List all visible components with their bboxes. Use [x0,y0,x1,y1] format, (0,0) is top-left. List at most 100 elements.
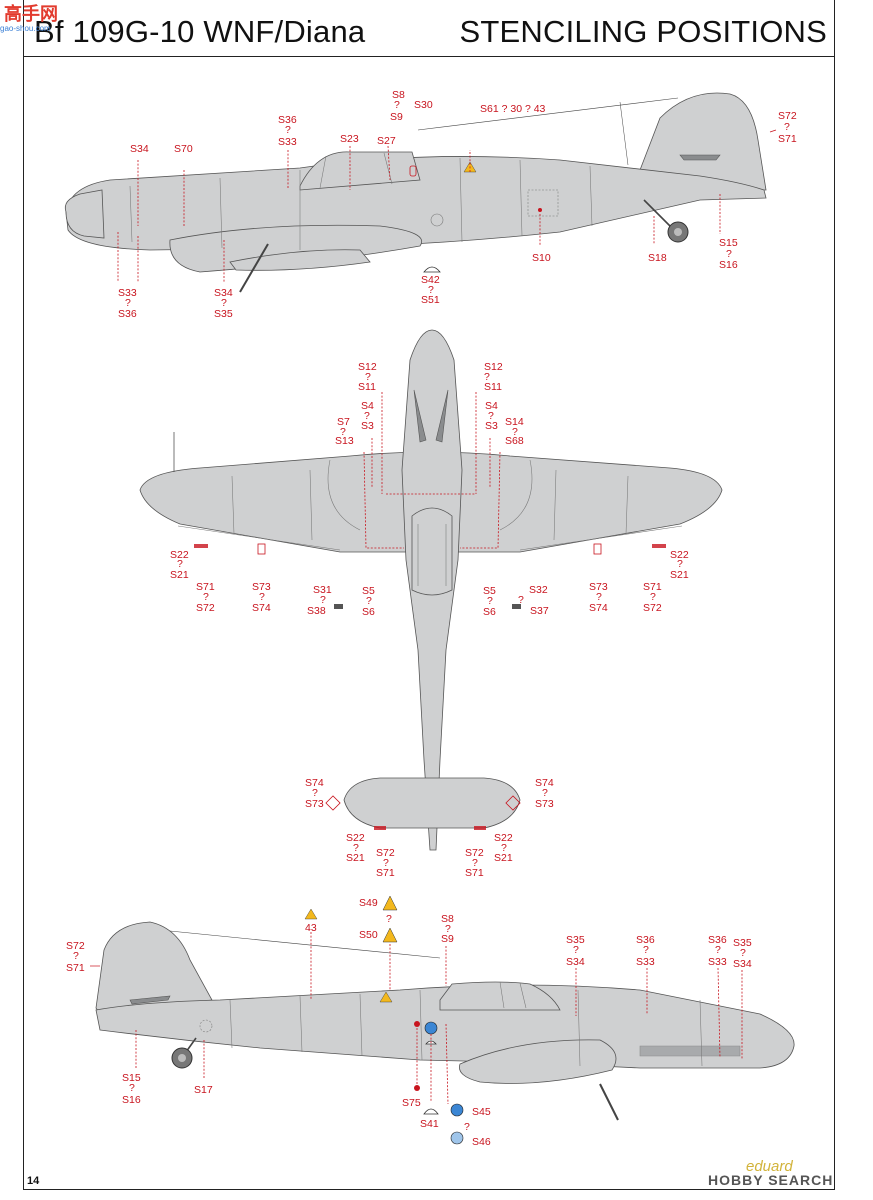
stencil-label: ? [394,99,400,111]
page-frame [23,0,835,1190]
stencil-label: S33 [278,136,297,148]
stencil-label: S73 [305,798,324,810]
stencil-label: S12 [484,361,503,373]
stencil-label: S41 [420,1118,439,1130]
stencil-label: ? [784,121,790,133]
section-title: STENCILING POSITIONS [459,14,827,49]
stencil-label: ? [320,594,326,606]
stencil-label: S21 [346,852,365,864]
stencil-label: S16 [719,259,738,271]
stencil-label: S16 [122,1094,141,1106]
stencil-label: ? [643,944,649,956]
stencil-label: S15 [122,1072,141,1084]
stencil-label: S34 [566,956,585,968]
stencil-label: S21 [670,569,689,581]
stencil-label: S17 [194,1084,213,1096]
stencil-label: S33 [636,956,655,968]
stencil-label: S21 [494,852,513,864]
stencil-label: S12 [358,361,377,373]
stencil-label: S3 [361,420,374,432]
stencil-label: S46 [472,1136,491,1148]
stencil-label: S72 [196,602,215,614]
stencil-label: S38 [307,605,326,617]
header-rule [23,56,835,57]
stencil-label: ? [518,594,524,606]
stencil-label: S71 [465,867,484,879]
stencil-label: S6 [362,606,375,618]
stencil-label: S5 [483,585,496,597]
watermark-text: 高手网 [4,4,58,24]
stencil-label: S34 [214,287,233,299]
stencil-label: S35 [566,934,585,946]
stencil-label: ? [650,591,656,603]
stencil-label: S42 [421,274,440,286]
stencil-label: S7 [337,416,350,428]
eduard-logo: eduard [746,1158,793,1175]
stencil-label: S73 [252,581,271,593]
stencil-label: S45 [472,1106,491,1118]
stencil-label: S50 [359,929,378,941]
stencil-label: S74 [252,602,271,614]
stencil-label: S37 [530,605,549,617]
stencil-label: S14 [505,416,524,428]
stencil-label: S34 [130,143,149,155]
stencil-label: S72 [66,940,85,952]
stencil-label: ? [340,426,346,438]
stencil-label: S8 [392,89,405,101]
stencil-label: S36 [636,934,655,946]
stencil-label: ? [203,591,209,603]
stencil-label: S13 [335,435,354,447]
stencil-label: S74 [305,777,324,789]
stencil-label: S70 [174,143,193,155]
stencil-label: ? [259,591,265,603]
stencil-label: S51 [421,294,440,306]
stencil-label: S36 [708,934,727,946]
stencil-label: ? [221,297,227,309]
stencil-label: S10 [532,252,551,264]
stencil-label: S27 [377,135,396,147]
stencil-label: S35 [214,308,233,320]
stencil-label: S23 [340,133,359,145]
stencil-label: ? [715,944,721,956]
stencil-label: ? [501,842,507,854]
stencil-label: S36 [278,114,297,126]
stencil-label: S8 [441,913,454,925]
stencil-label: ? [542,787,548,799]
hobby-search-logo: HOBBY SEARCH [708,1172,834,1188]
stencil-label: ? [472,857,478,869]
stencil-label: ? [726,248,732,260]
stencil-label: ? [353,842,359,854]
stencil-label: S32 [529,584,548,596]
stencil-label: ? [73,950,79,962]
stencil-label: S6 [483,606,496,618]
stencil-label: ? [386,913,392,925]
page-number: 14 [27,1175,40,1187]
stencil-label: ? [364,410,370,422]
stencil-label: S73 [535,798,554,810]
stencil-label: ? [383,857,389,869]
stencil-label: S4 [485,400,498,412]
stencil-label: S11 [358,381,376,393]
stencil-label: ? [129,1082,135,1094]
stencil-label: ? [177,558,183,570]
stencil-label: S35 [733,937,752,949]
stencil-label: S72 [643,602,662,614]
right-side-view: S72 ? S71 43 S49 ? S50 S8 ? S9 S35 ? S34… [66,895,795,1148]
stencil-label: S30 [414,99,433,111]
stencil-label: S33 [708,956,727,968]
stencil-label: ? [677,558,683,570]
stencil-label: S22 [494,832,513,844]
stencil-label: S4 [361,400,374,412]
stencil-label: S18 [648,252,667,264]
stencil-label: S71 [643,581,662,593]
stencil-label: S34 [733,958,752,970]
stencil-label: ? [573,944,579,956]
left-side-view: S8 ? S9 S30 S61 ? 30 ? 43 S36 ? S33 S34 … [64,89,797,320]
stencil-label: ? [488,410,494,422]
stencil-label: S74 [589,602,608,614]
stencil-label: ? [464,1121,470,1133]
stencil-label: S71 [66,962,85,974]
page-title: Bf 109G-10 WNF/Diana [34,14,366,49]
stencil-label: ? [428,284,434,296]
